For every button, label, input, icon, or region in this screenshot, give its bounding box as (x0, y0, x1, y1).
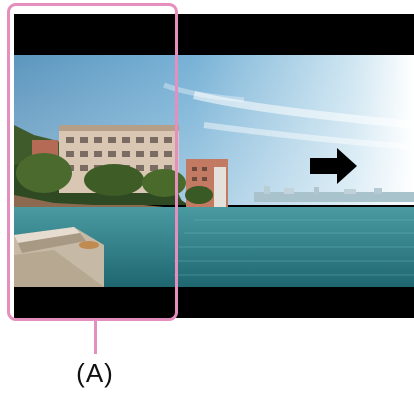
right-arrow-icon (310, 148, 357, 184)
panorama-image (14, 55, 414, 287)
panorama-scene-svg (14, 55, 414, 287)
callout-label: (A) (76, 358, 114, 388)
camera-screen (14, 14, 414, 318)
distant-skyline (254, 192, 414, 202)
callout-leader-line (94, 321, 97, 354)
